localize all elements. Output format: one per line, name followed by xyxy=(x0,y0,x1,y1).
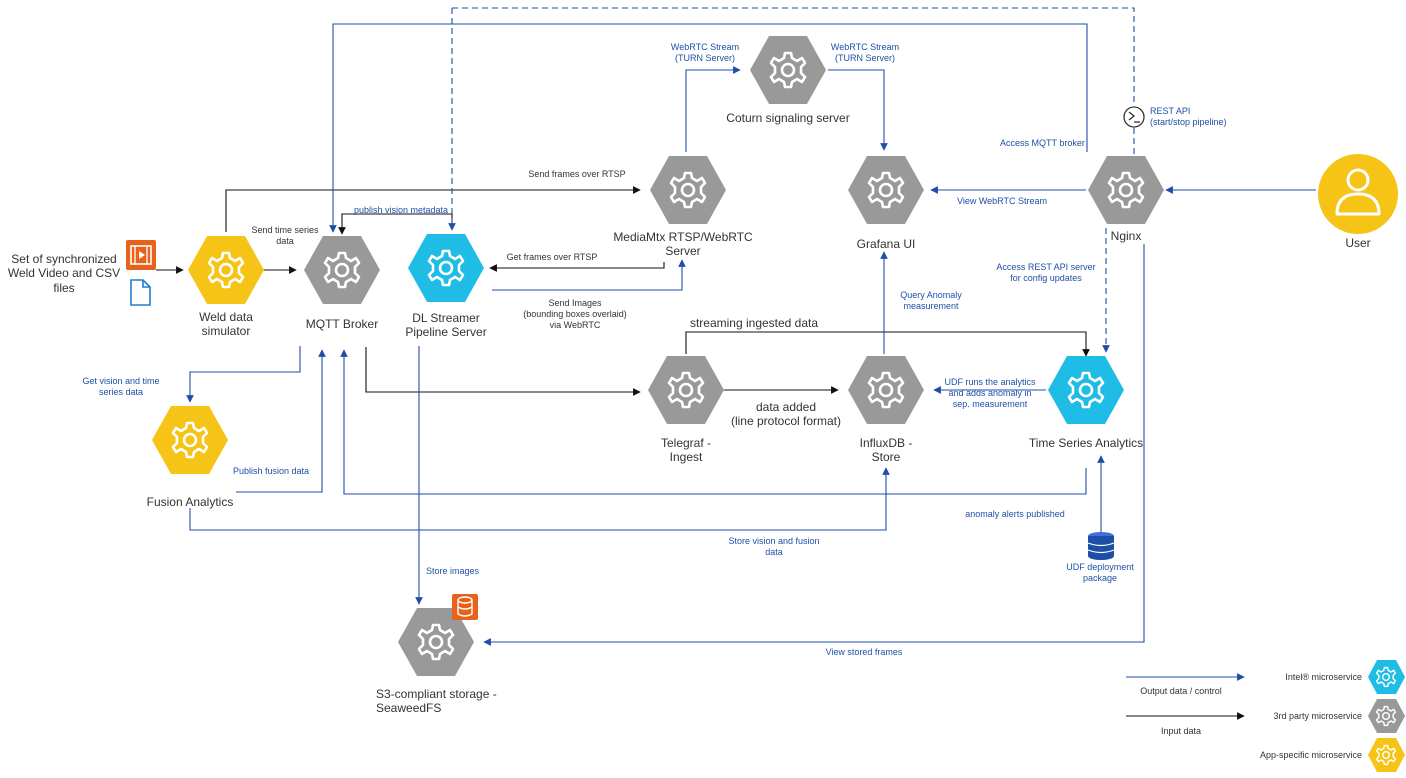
store-vision-fusion-label: Store vision and fusion data xyxy=(728,536,820,557)
get-frames-rtsp-label: Get frames over RTSP xyxy=(506,252,598,262)
mqtt-broker-node xyxy=(304,236,380,304)
time-series-analytics-label: Time Series Analytics xyxy=(1028,436,1144,450)
publish-fusion-label: Publish fusion data xyxy=(232,466,310,476)
anomaly-alerts-label: anomaly alerts published xyxy=(965,509,1065,519)
send-frames-rtsp-label: Send frames over RTSP xyxy=(528,169,626,179)
legend-input-label: Input data xyxy=(1160,726,1202,736)
legend-intel-hex xyxy=(1368,660,1405,694)
view-stored-frames-label: View stored frames xyxy=(825,647,903,657)
webrtc-turn-right-label: WebRTC Stream (TURN Server) xyxy=(830,42,900,63)
seaweedfs-label: S3-compliant storage - SeaweedFS xyxy=(376,687,497,716)
influxdb-label: InfluxDB - Store xyxy=(859,436,913,465)
mediamtx-label: MediaMtx RTSP/WebRTC Server xyxy=(613,230,753,259)
fusion-analytics-node xyxy=(152,406,228,474)
data-added-label: data added (line protocol format) xyxy=(730,400,842,429)
weld-simulator-label: Weld data simulator xyxy=(199,310,253,339)
udf-package-label: UDF deployment package xyxy=(1066,562,1134,583)
legend-third-party-label: 3rd party microservice xyxy=(1273,711,1362,721)
influxdb-node xyxy=(848,356,924,424)
fusion-analytics-label: Fusion Analytics xyxy=(146,495,234,509)
publish-vision-label: publish vision metadata xyxy=(353,205,449,215)
send-time-series-label: Send time series data xyxy=(251,225,319,246)
mediamtx-node xyxy=(650,156,726,224)
coturn-node xyxy=(750,36,826,104)
terminal-icon xyxy=(1123,106,1145,128)
legend-app-specific-hex xyxy=(1368,738,1405,772)
legend-third-party-hex xyxy=(1368,699,1405,733)
legend-output-label: Output data / control xyxy=(1140,686,1222,696)
udf-package-database-icon xyxy=(1087,532,1115,560)
send-images-label: Send Images (bounding boxes overlaid) vi… xyxy=(523,298,627,330)
rest-api-label: REST API (start/stop pipeline) xyxy=(1150,106,1227,127)
get-vision-time-label: Get vision and time series data xyxy=(82,376,160,397)
nginx-node xyxy=(1088,156,1164,224)
mqtt-broker-label: MQTT Broker xyxy=(305,317,379,331)
view-webrtc-label: View WebRTC Stream xyxy=(956,196,1048,206)
time-series-analytics-node xyxy=(1048,356,1124,424)
user-icon xyxy=(1318,154,1398,234)
seaweedfs-node xyxy=(398,608,474,676)
grafana-node xyxy=(848,156,924,224)
dl-streamer-label: DL Streamer Pipeline Server xyxy=(405,311,487,340)
store-images-label: Store images xyxy=(426,566,480,576)
udf-runs-label: UDF runs the analytics and adds anomaly … xyxy=(944,377,1036,409)
streaming-ingested-label: streaming ingested data xyxy=(689,316,819,330)
webrtc-turn-left-label: WebRTC Stream (TURN Server) xyxy=(670,42,740,63)
weld-data-simulator-node xyxy=(188,236,264,304)
telegraf-node xyxy=(648,356,724,424)
user-label: User xyxy=(1345,236,1371,250)
access-mqtt-label: Access MQTT broker xyxy=(1000,138,1085,148)
access-rest-label: Access REST API server for config update… xyxy=(996,262,1096,283)
query-anomaly-label: Query Anomaly measurement xyxy=(900,290,962,311)
video-file-icon xyxy=(126,240,156,270)
legend-intel-label: Intel® microservice xyxy=(1285,672,1362,682)
coturn-label: Coturn signaling server xyxy=(726,111,850,125)
legend-app-specific-label: App-specific microservice xyxy=(1259,750,1362,760)
csv-document-icon xyxy=(130,279,151,306)
nginx-label: Nginx xyxy=(1110,229,1142,243)
telegraf-label: Telegraf - Ingest xyxy=(660,436,712,465)
input-files-label: Set of synchronized Weld Video and CSV f… xyxy=(7,252,121,295)
grafana-label: Grafana UI xyxy=(856,237,916,251)
dl-streamer-node xyxy=(408,234,484,302)
storage-database-icon xyxy=(452,594,478,620)
